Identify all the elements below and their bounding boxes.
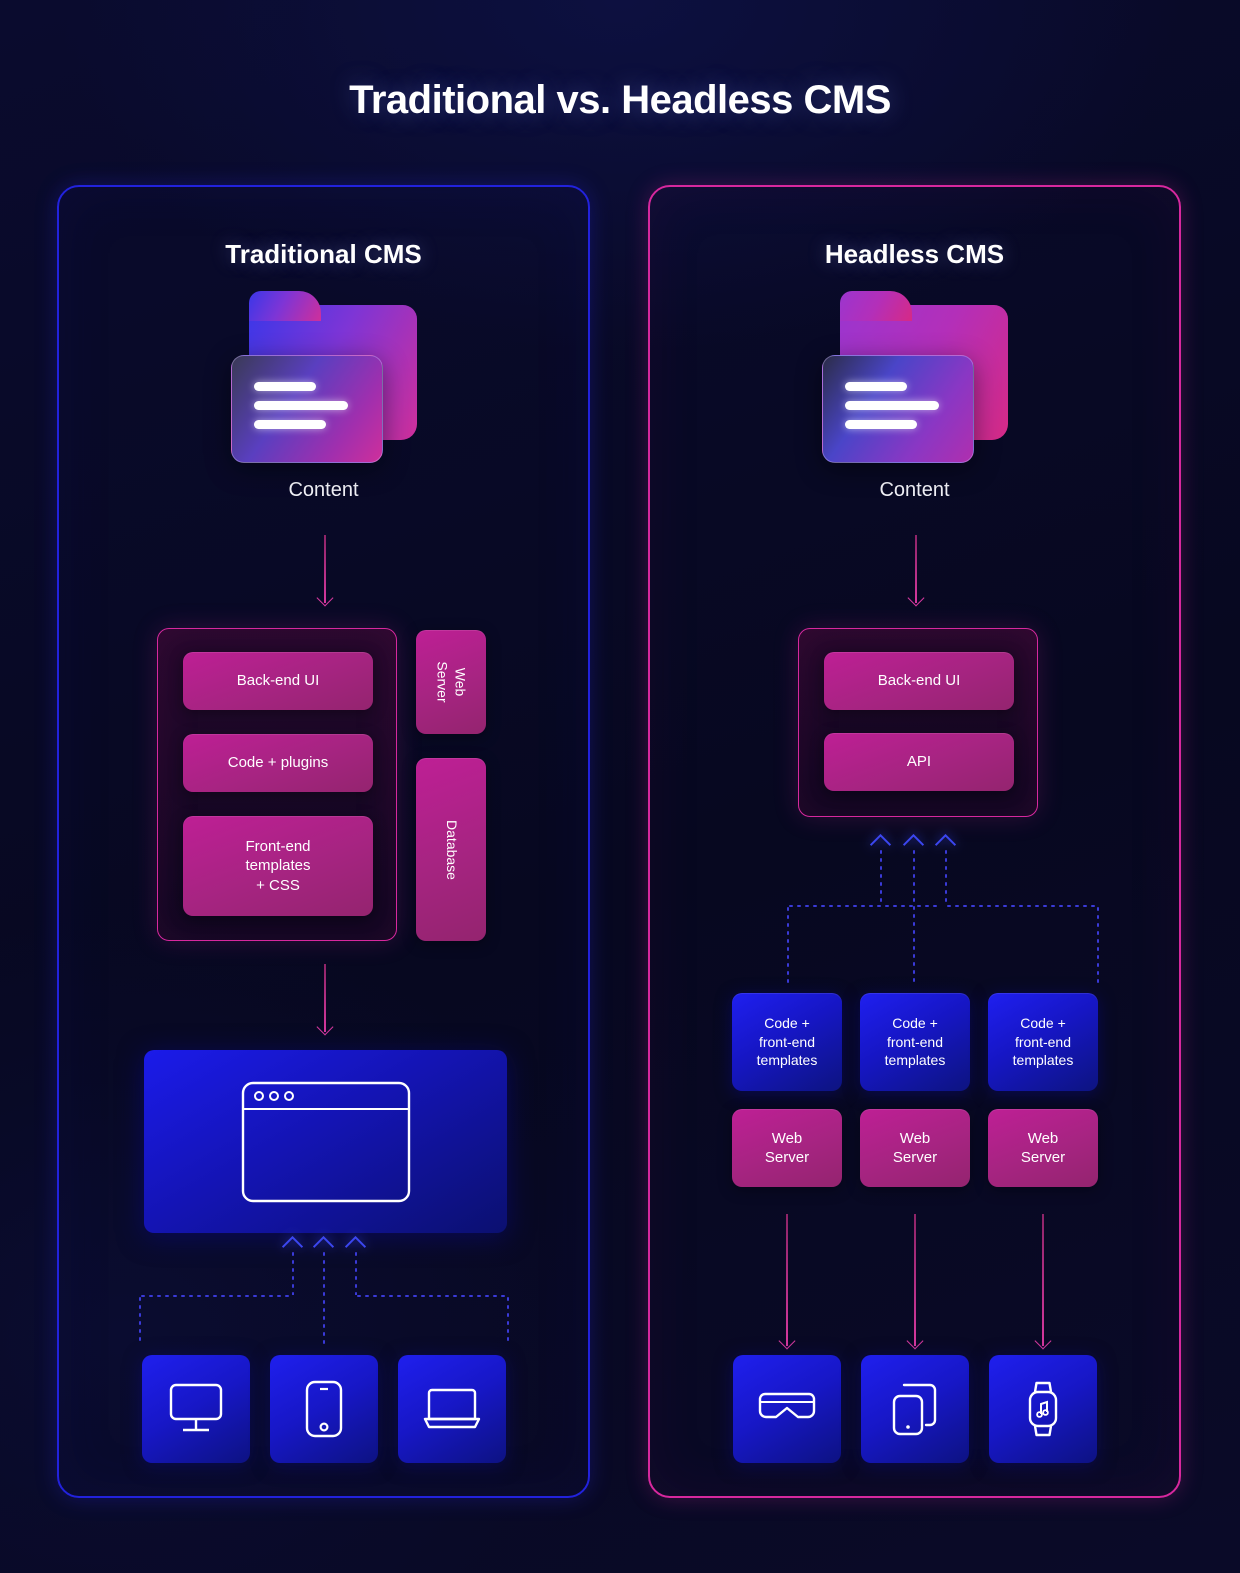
folder-icon	[230, 291, 417, 463]
box-code-frontend-3[interactable]: Code + front-end templates	[988, 993, 1098, 1091]
browser-window-icon	[241, 1081, 410, 1202]
box-web-server-3[interactable]: Web Server	[988, 1109, 1098, 1187]
cms-monolith-group: Back-end UI Code + plugins Front-end tem…	[157, 628, 397, 941]
box-web-server-3-line2: Server	[1020, 1149, 1066, 1166]
arrow-content-to-cms	[316, 535, 334, 607]
folder-front-card	[230, 355, 383, 463]
box-code-plugins[interactable]: Code + plugins	[183, 734, 373, 792]
folder-front-card	[821, 355, 974, 463]
arrow-server-to-device-3	[1034, 1214, 1052, 1350]
arrow-server-to-device-2	[906, 1214, 924, 1350]
device-tablet-phone[interactable]	[861, 1355, 969, 1463]
content-block-traditional: Content	[59, 291, 588, 502]
box-web-server[interactable]: Web Server	[416, 630, 486, 734]
box-code-frontend-1-line2: front-end	[758, 1033, 816, 1050]
box-frontend-templates-line2: templates	[245, 857, 311, 875]
content-label-headless: Content	[879, 479, 950, 501]
box-database-line1: Database	[443, 819, 460, 880]
box-frontend-templates[interactable]: Front-end templates + CSS	[183, 816, 373, 916]
box-web-server-1-line1: Web	[771, 1129, 803, 1147]
box-back-end-ui[interactable]: Back-end UI	[824, 652, 1014, 710]
panel-title-headless: Headless CMS	[824, 239, 1005, 269]
laptop-icon	[423, 1388, 481, 1429]
browser-output-card[interactable]	[144, 1050, 507, 1233]
device-smartwatch[interactable]	[989, 1355, 1097, 1463]
folder-icon	[821, 291, 1008, 463]
box-web-server-2-line2: Server	[892, 1149, 938, 1166]
panel-traditional-cms: Traditional CMS Content Back-end UI Code…	[57, 185, 590, 1498]
box-code-frontend-3-line1: Code +	[1020, 1015, 1066, 1032]
vr-headset-icon	[758, 1392, 816, 1419]
box-code-frontend-1[interactable]: Code + front-end templates	[732, 993, 842, 1091]
box-web-server-2[interactable]: Web Server	[860, 1109, 970, 1187]
page-title: Traditional vs. Headless CMS	[349, 78, 891, 122]
arrow-server-to-device-1	[778, 1214, 796, 1350]
box-code-frontend-3-line3: templates	[1012, 1052, 1074, 1069]
box-code-frontend-2-line3: templates	[884, 1052, 946, 1069]
box-api[interactable]: API	[824, 733, 1014, 791]
device-laptop[interactable]	[398, 1355, 506, 1463]
box-web-server-3-line1: Web	[1027, 1129, 1059, 1147]
box-code-frontend-1-line3: templates	[756, 1052, 818, 1069]
box-code-frontend-2[interactable]: Code + front-end templates	[860, 993, 970, 1091]
box-frontend-templates-line3: + CSS	[256, 876, 300, 894]
panel-title-traditional: Traditional CMS	[225, 239, 422, 269]
box-database[interactable]: Database	[416, 758, 486, 941]
desktop-monitor-icon	[169, 1383, 223, 1432]
box-web-server-1-line2: Server	[764, 1149, 810, 1166]
box-web-server-1[interactable]: Web Server	[732, 1109, 842, 1187]
box-code-frontend-1-line1: Code +	[764, 1015, 810, 1032]
headless-cms-group: Back-end UI API	[798, 628, 1038, 817]
box-web-server-line2: Server	[435, 661, 451, 703]
smartphone-icon	[305, 1380, 343, 1438]
tablet-phone-icon	[892, 1383, 937, 1436]
content-label-traditional: Content	[288, 479, 359, 501]
box-web-server-line1: Web	[452, 667, 469, 697]
device-desktop[interactable]	[142, 1355, 250, 1463]
folder-text-lines	[844, 382, 939, 439]
arrow-content-to-headless-cms	[907, 535, 925, 607]
box-web-server-2-line1: Web	[899, 1129, 931, 1147]
device-smartphone[interactable]	[270, 1355, 378, 1463]
folder-text-lines	[253, 382, 348, 439]
box-back-end-ui[interactable]: Back-end UI	[183, 652, 373, 710]
box-code-frontend-2-line1: Code +	[892, 1015, 938, 1032]
arrow-cms-to-browser	[316, 964, 334, 1036]
content-block-headless: Content	[650, 291, 1179, 502]
box-code-frontend-2-line2: front-end	[886, 1033, 944, 1050]
box-code-frontend-3-line2: front-end	[1014, 1033, 1072, 1050]
smartwatch-music-icon	[1028, 1381, 1058, 1437]
box-frontend-templates-line1: Front-end	[245, 837, 311, 855]
panel-headless-cms: Headless CMS Content Back-end UI API	[648, 185, 1181, 1498]
device-vr-headset[interactable]	[733, 1355, 841, 1463]
